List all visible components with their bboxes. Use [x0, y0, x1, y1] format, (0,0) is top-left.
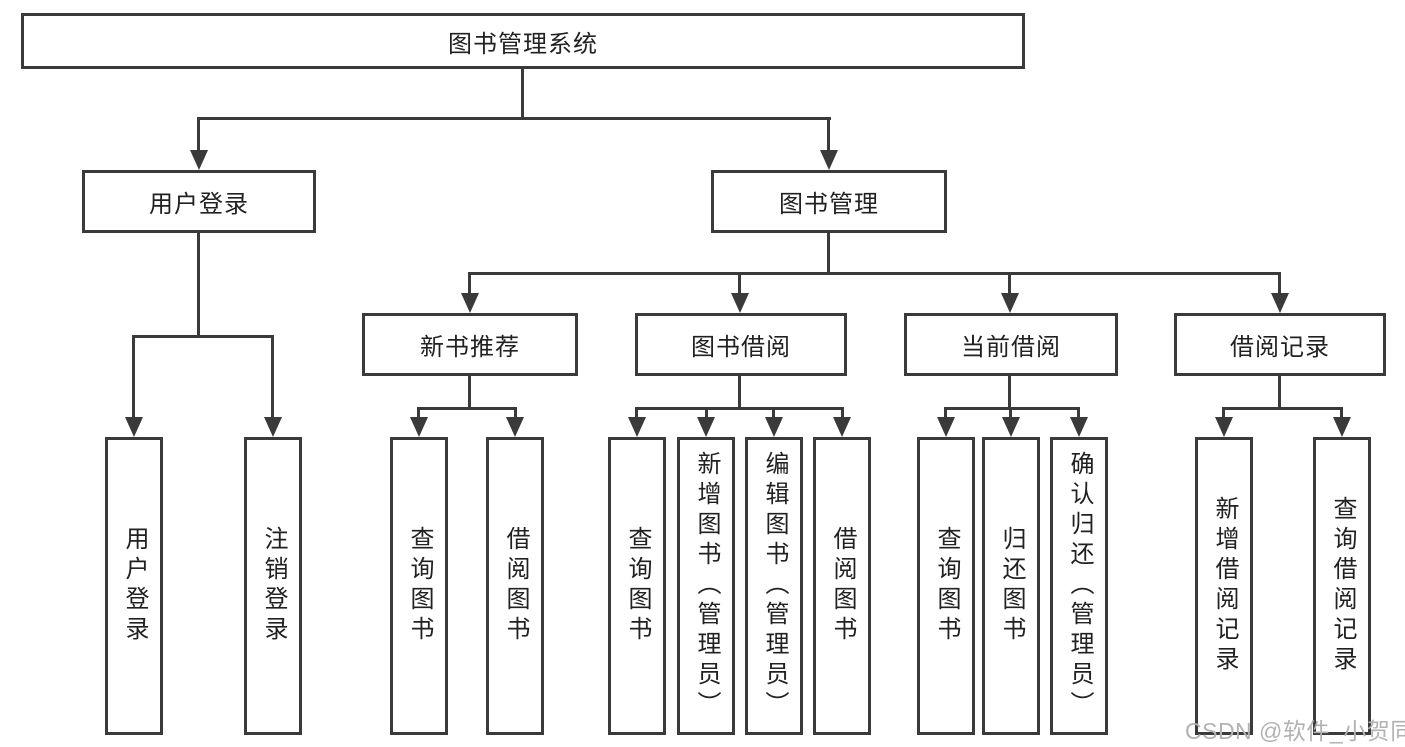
leaf-logout: 注销登录: [244, 437, 302, 735]
connector-rail: [1222, 407, 1343, 410]
connector-line: [1278, 376, 1281, 410]
arrow-down-icon: [264, 417, 282, 437]
connector-rail: [132, 335, 274, 338]
leaf-user-login: 用户登录: [105, 437, 163, 735]
arrow-down-icon: [833, 417, 851, 437]
node-label: 新书推荐: [420, 334, 520, 361]
arrow-down-icon: [1002, 417, 1020, 437]
connector-line: [1222, 407, 1225, 421]
connector-rail: [417, 407, 517, 410]
node-current-borrowing: 当前借阅: [904, 313, 1118, 376]
arrow-down-icon: [506, 417, 524, 437]
connector-line: [944, 407, 947, 421]
node-book-borrowing: 图书借阅: [635, 313, 847, 376]
connector-line: [1278, 272, 1281, 296]
arrow-down-icon: [1070, 417, 1088, 437]
leaf-query-borrow-record: 查询借阅记录: [1313, 437, 1371, 735]
arrow-down-icon: [1271, 293, 1289, 313]
node-label: 查询借阅记录: [1329, 496, 1356, 676]
arrow-down-icon: [1001, 293, 1019, 313]
connector-line: [1008, 376, 1011, 410]
node-library-system: 图书管理系统: [21, 13, 1025, 69]
node-label: 用户登录: [121, 526, 148, 646]
node-label: 当前借阅: [961, 334, 1061, 361]
connector-line: [841, 407, 844, 421]
leaf-borrow-books-1: 借阅图书: [486, 437, 544, 735]
node-book-management: 图书管理: [711, 170, 947, 233]
arrow-down-icon: [1215, 417, 1233, 437]
node-label: 确认归还（管理员）: [1066, 451, 1093, 721]
connector-line: [738, 376, 741, 410]
connector-line: [468, 376, 471, 410]
node-label: 查询图书: [933, 526, 960, 646]
connector-rail: [197, 117, 831, 120]
connector-line: [197, 233, 200, 337]
connector-line: [738, 272, 741, 296]
connector-line: [1009, 407, 1012, 421]
connector-line: [514, 407, 517, 421]
connector-rail: [944, 407, 1080, 410]
node-label: 查询图书: [406, 526, 433, 646]
connector-rail: [468, 272, 1281, 275]
arrow-down-icon: [410, 417, 428, 437]
connector-line: [417, 407, 420, 421]
arrow-down-icon: [628, 417, 646, 437]
node-new-book-recommend: 新书推荐: [362, 313, 578, 376]
arrow-down-icon: [820, 150, 838, 170]
connector-line: [197, 117, 200, 153]
connector-line: [271, 335, 274, 419]
node-borrowing-records: 借阅记录: [1174, 313, 1386, 376]
leaf-query-books-2: 查询图书: [608, 437, 666, 735]
connector-line: [468, 272, 471, 296]
leaf-edit-books-admin: 编辑图书（管理员）: [745, 437, 803, 735]
node-label: 归还图书: [998, 526, 1025, 646]
node-label: 借阅图书: [502, 526, 529, 646]
leaf-add-books-admin: 新增图书（管理员）: [677, 437, 735, 735]
connector-line: [705, 407, 708, 421]
arrow-down-icon: [765, 417, 783, 437]
node-label: 用户登录: [149, 191, 249, 218]
node-label: 图书管理: [779, 191, 879, 218]
connector-line: [827, 233, 830, 274]
node-label: 编辑图书（管理员）: [761, 451, 788, 721]
node-label: 图书借阅: [691, 334, 791, 361]
arrow-down-icon: [125, 417, 143, 437]
arrow-down-icon: [697, 417, 715, 437]
node-label: 图书管理系统: [448, 30, 598, 58]
arrow-down-icon: [1333, 417, 1351, 437]
connector-rail: [635, 407, 844, 410]
leaf-query-books-1: 查询图书: [390, 437, 448, 735]
connector-line: [827, 117, 830, 153]
leaf-confirm-return-admin: 确认归还（管理员）: [1050, 437, 1108, 735]
connector-line: [521, 68, 524, 120]
leaf-borrow-books-2: 借阅图书: [813, 437, 871, 735]
arrow-down-icon: [731, 293, 749, 313]
leaf-return-books: 归还图书: [982, 437, 1040, 735]
node-label: 查询图书: [624, 526, 651, 646]
connector-line: [635, 407, 638, 421]
node-label: 借阅记录: [1230, 334, 1330, 361]
csdn-watermark: CSDN @软件_小贺同学: [1185, 718, 1405, 744]
connector-line: [1008, 272, 1011, 296]
arrow-down-icon: [190, 150, 208, 170]
connector-line: [772, 407, 775, 421]
node-user-login: 用户登录: [82, 170, 316, 233]
node-label: 新增图书（管理员）: [693, 451, 720, 721]
node-label: 注销登录: [260, 526, 287, 646]
connector-line: [132, 335, 135, 419]
node-label: 新增借阅记录: [1211, 496, 1238, 676]
leaf-add-borrow-record: 新增借阅记录: [1195, 437, 1253, 735]
connector-line: [1340, 407, 1343, 421]
leaf-query-books-3: 查询图书: [917, 437, 975, 735]
arrow-down-icon: [461, 293, 479, 313]
node-label: 借阅图书: [829, 526, 856, 646]
arrow-down-icon: [937, 417, 955, 437]
connector-line: [1077, 407, 1080, 421]
